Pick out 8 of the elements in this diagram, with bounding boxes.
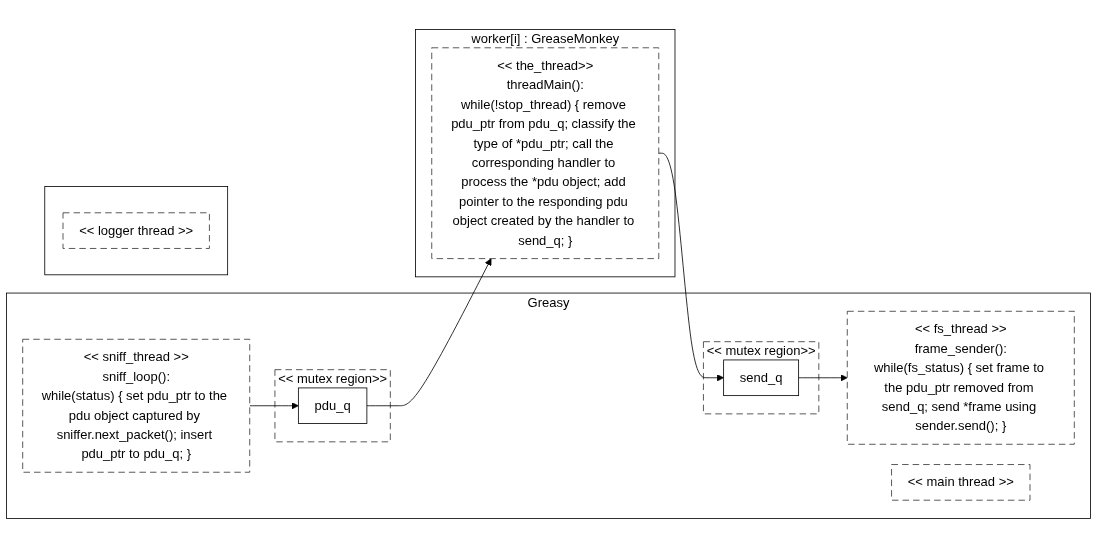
- node-box: << fs_thread >> frame_sender(): while(fs_status) { set frame to the pdu_ptr removed from send_q; send *frame using sender.send(); }: [846, 310, 1075, 445]
- node-box: << main thread >>: [891, 464, 1031, 501]
- node-box: pdu_q: [297, 387, 368, 424]
- node-box: << the_thread>> threadMain(): while(!stop_thread) { remove pdu_ptr from pdu_q; classify the type of *pdu_ptr; call the corresponding handler to process the *pdu object; add pointer to the responding pdu object created by the handler to send_q; }: [431, 47, 660, 259]
- node-box: send_q: [723, 359, 800, 397]
- cluster: [44, 186, 229, 276]
- node-box: << sniff_thread >> sniff_loop(): while(status) { set pdu_ptr to the pdu object captured by sniffer.next_packet(); insert pdu_ptr to pdu_q; }: [22, 338, 251, 473]
- node-box: << logger thread >>: [62, 212, 210, 249]
